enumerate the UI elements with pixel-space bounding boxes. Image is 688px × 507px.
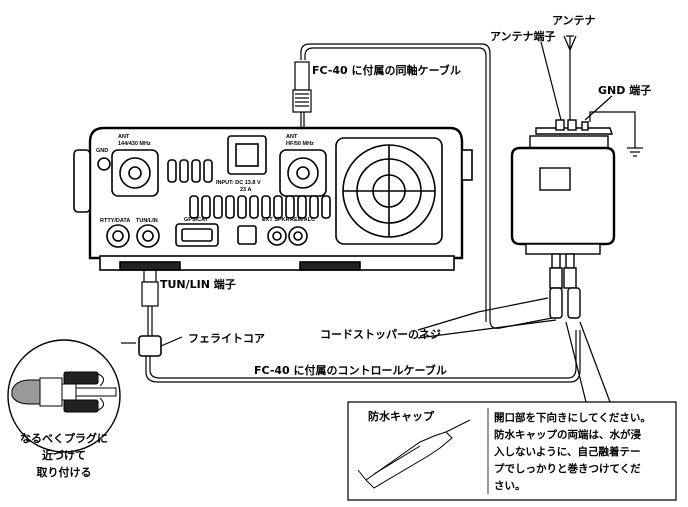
ant-vu-freq-label: 144/430 MHz	[118, 141, 151, 147]
waterproof-cap-callout	[347, 401, 677, 501]
gnd-panel-label: GND	[96, 148, 108, 154]
cap-note: 開口部を下向きにしてください。 防水キャップの両端は、水が浸 入しないように、自…	[494, 410, 651, 495]
antenna-label: アンテナ	[552, 14, 596, 27]
cap-note-line-1: 開口部を下向きにしてください。	[494, 412, 651, 424]
ferrite-note-line-2: 近づけて	[42, 449, 86, 462]
ant-hf-freq-label: HF/50 MHz	[286, 141, 314, 147]
antenna-terminal-label: アンテナ端子	[490, 30, 556, 43]
radio-rear-panel	[73, 126, 473, 271]
cord-stopper-label: コードストッパーのネジ	[320, 328, 441, 341]
control-cable-label: FC-40 に付属のコントロールケーブル	[254, 364, 447, 377]
tun-lin-terminal-label: TUN/LIN 端子	[160, 278, 236, 291]
dc-current-label: 23 A	[240, 187, 251, 193]
ant-hf-label: ANT	[286, 134, 298, 140]
antenna-tuner	[510, 119, 616, 319]
coax-cable-label: FC-40 に付属の同軸ケーブル	[312, 64, 461, 77]
gnd-terminal-label: GND 端子	[598, 84, 652, 97]
ferrite-core	[138, 335, 162, 357]
waterproof-cap-label: 防水キャップ	[368, 410, 434, 423]
rtty-data-label: RTTY/DATA	[100, 218, 130, 224]
ferrite-core-label: フェライトコア	[188, 332, 265, 345]
cap-note-line-3: 入しないように、自己融着テー	[494, 446, 641, 458]
ferrite-note: なるべくプラグに 近づけて 取り付ける	[14, 430, 114, 481]
tun-lin-panel-label: TUN/LIN	[136, 218, 158, 224]
ferrite-note-line-3: 取り付ける	[36, 466, 92, 479]
ext-spkr-label: EXT SPKR	[262, 217, 290, 223]
cap-note-line-2: 防水キャップの両端は、水が浸	[494, 429, 641, 441]
cap-note-line-5: さい。	[494, 480, 526, 492]
gps-cat-label: GPS/CAT	[184, 217, 209, 223]
dc-input-label: INPUT: DC 13.8 V	[216, 180, 261, 186]
ant-vu-label: ANT	[118, 134, 130, 140]
control-cable	[149, 330, 577, 379]
rem-alc-label: REM/ALC	[290, 217, 315, 223]
ferrite-note-line-1: なるべくプラグに	[20, 432, 108, 445]
cap-note-line-4: プでしっかりと巻きつけてくだ	[494, 463, 641, 475]
ferrite-detail-illustration	[7, 339, 121, 453]
